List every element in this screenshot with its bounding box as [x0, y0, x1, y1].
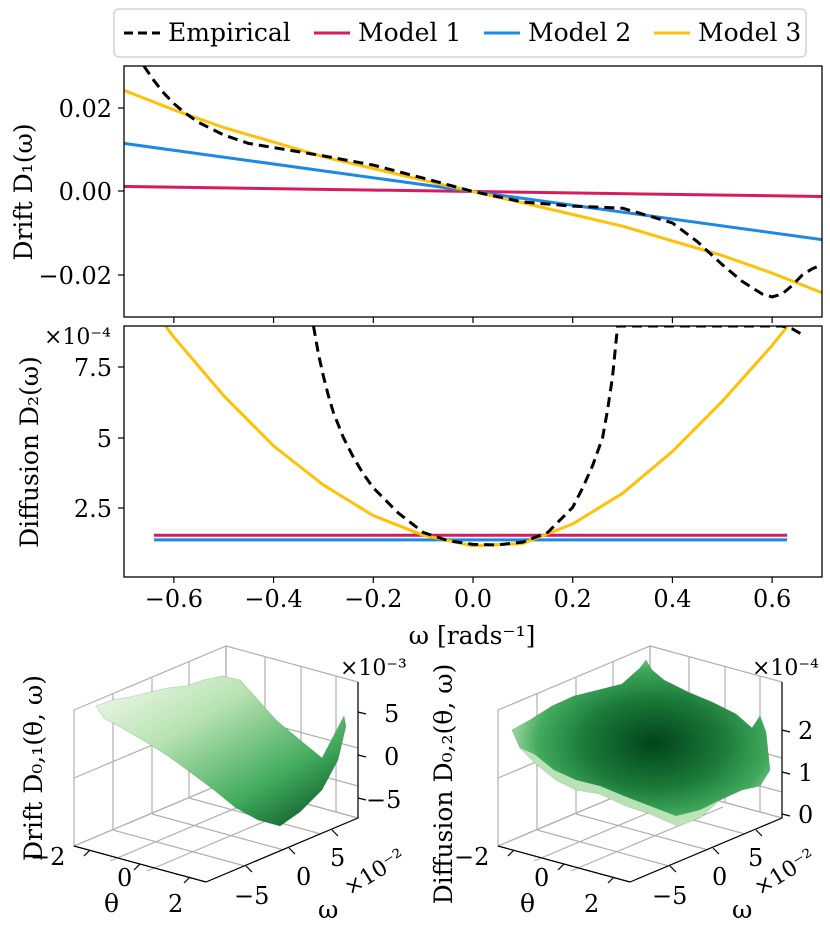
surface-diffusion-omega-tick-label: −5	[652, 882, 687, 910]
surface-drift-theta-tick-label: −2	[30, 843, 65, 871]
diffusion-xtick-label: −0.6	[145, 585, 203, 613]
surface-drift-omega-tick-mark	[245, 865, 253, 873]
surface-diffusion-ztick-mark	[781, 771, 791, 775]
diffusion-xtick-label: 0.6	[753, 585, 791, 613]
surface-diffusion-panel: 2 1 0 ×10⁻⁴ −2 0 2 θ −5 0 5 ω ×10⁻² Diff…	[429, 645, 820, 924]
diffusion-ytick-label: 2.5	[74, 495, 112, 523]
surface-diffusion-theta-tick-mark	[557, 863, 565, 871]
drift-xtick-marks	[173, 317, 773, 323]
diffusion-xtick-label: 0.2	[554, 585, 592, 613]
surface-diffusion-omega-tick-mark	[669, 865, 677, 873]
surface-diffusion-omega-label: ω	[732, 895, 752, 924]
surface-drift-ztick-label: 5	[384, 700, 399, 728]
diffusion-xtick-label: −0.2	[344, 585, 402, 613]
surface-diffusion-mesh	[511, 659, 771, 827]
surface-drift-omega-tick-label: 5	[330, 844, 345, 872]
diffusion-ylabel: Diffusion D₂(ω)	[15, 356, 44, 548]
diffusion-xtick-label: 0.0	[454, 585, 492, 613]
surface-drift-mesh	[95, 675, 347, 827]
drift-ytick-label: 0.00	[59, 178, 112, 206]
legend-label-empirical: Empirical	[168, 18, 291, 47]
surface-diffusion-omega-axis	[629, 817, 783, 883]
surface-diffusion-ztick-mark	[781, 729, 791, 733]
surface-drift-ztick-label: 0	[384, 743, 399, 771]
legend-box	[113, 8, 807, 58]
surface-drift-omega-tick-mark	[288, 847, 296, 855]
surface-drift-ztick-label: −5	[366, 786, 401, 814]
diffusion-ytick-label: 5	[97, 425, 112, 453]
diffusion-xtick-label: 0.4	[653, 585, 691, 613]
surface-diffusion-theta-tick-mark	[607, 876, 615, 884]
surface-diffusion-theta-tick-label: 0	[534, 864, 549, 892]
drift-ylabel: Drift D₁(ω)	[9, 123, 38, 260]
surface-diffusion-theta-label: θ	[520, 889, 535, 918]
legend-label-model-2: Model 2	[528, 18, 631, 47]
surface-diffusion-theta-tick-mark	[507, 849, 515, 857]
diffusion-xlabel: ω [rads⁻¹]	[409, 621, 536, 650]
drift-panel: 0.02 0.00 −0.02 Drift D₁(ω)	[9, 65, 823, 323]
drift-ytick-label: −0.02	[38, 262, 112, 290]
surface-diffusion-ztick-mark	[781, 813, 791, 817]
surface-drift-theta-tick-mark	[133, 863, 141, 871]
surface-drift-ztick-mark	[357, 754, 367, 758]
surface-drift-omega-tick-label: 0	[296, 863, 311, 891]
surface-drift-omega-axis	[205, 817, 359, 883]
surface-diffusion-theta-tick-label: 2	[584, 890, 599, 918]
diffusion-series-group	[153, 326, 803, 548]
diffusion-series-model-3	[163, 326, 790, 548]
drift-series-model-3	[124, 88, 822, 295]
diffusion-series-empirical	[312, 326, 803, 547]
surface-drift-z-exponent: ×10⁻³	[340, 656, 407, 681]
surface-drift-omega-tick-label: −5	[234, 882, 269, 910]
surface-drift-panel: 5 0 −5 ×10⁻³ −2 0 2 θ −5 0 5 ω ×10⁻² Dri…	[19, 645, 410, 924]
surface-diffusion-omega-tick-mark	[755, 829, 763, 837]
surface-diffusion-zlabel: Diffusion D₀,₂(θ, ω)	[429, 664, 458, 905]
surface-drift-omega-exponent: ×10⁻²	[340, 844, 410, 901]
diffusion-ytick-label: 7.5	[74, 354, 112, 382]
legend: Empirical Model 1 Model 2 Model 3	[113, 8, 807, 58]
surface-drift-theta-tick-label: 0	[117, 864, 132, 892]
diffusion-panel: 7.5 5 2.5 ×10⁻⁴ −0.6 −0.4 −0.2 0.0 0.2 0.4 0.6…	[15, 325, 823, 650]
surface-diffusion-z-exponent: ×10⁻⁴	[752, 656, 819, 681]
surface-diffusion-omega-tick-label: 0	[712, 863, 727, 891]
surface-drift-theta-tick-mark	[83, 849, 91, 857]
diffusion-exponent: ×10⁻⁴	[44, 325, 111, 350]
drift-series-empirical	[142, 66, 822, 299]
surface-drift-omega-label: ω	[318, 895, 338, 924]
drift-ytick-label: 0.02	[59, 95, 112, 123]
diffusion-xtick-group: −0.6 −0.4 −0.2 0.0 0.2 0.4 0.6	[145, 577, 791, 613]
surface-drift-theta-label: θ	[104, 889, 119, 918]
surface-drift-theta-tick-label: 2	[168, 890, 183, 918]
surface-drift-theta-tick-mark	[183, 876, 191, 884]
legend-label-model-1: Model 1	[358, 18, 461, 47]
legend-label-model-3: Model 3	[698, 18, 801, 47]
surface-diffusion-omega-tick-label: 5	[748, 844, 763, 872]
drift-series-group	[124, 66, 822, 299]
surface-drift-ztick-mark	[357, 797, 367, 801]
surface-drift-ztick-mark	[357, 711, 367, 715]
surface-diffusion-theta-tick-label: −2	[454, 843, 489, 871]
surface-diffusion-ztick-label: 0	[798, 801, 813, 829]
surface-drift-zlabel: Drift D₀,₁(θ, ω)	[19, 675, 48, 861]
surface-diffusion-ztick-label: 1	[798, 759, 813, 787]
surface-drift-omega-tick-mark	[331, 829, 339, 837]
surface-diffusion-ztick-label: 2	[798, 717, 813, 745]
diffusion-xtick-label: −0.4	[244, 585, 302, 613]
surface-diffusion-omega-tick-mark	[712, 847, 720, 855]
